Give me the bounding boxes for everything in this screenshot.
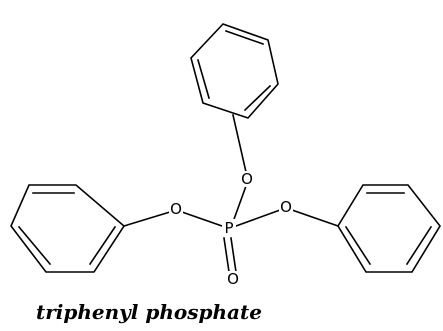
phosphate-bonds (123, 114, 340, 273)
bond-top-oxygen-to-p (231, 184, 248, 224)
phenyl-ring-top (190, 23, 279, 119)
bond-left-ring-to-oxygen (123, 211, 171, 227)
bond-p-double-oxygen-a (223, 237, 230, 273)
oxygen-right-label: O (280, 198, 292, 216)
oxygen-left-label: O (170, 200, 182, 218)
atom-labels: O O O P O (169, 170, 293, 288)
oxygen-top-label: O (241, 170, 253, 188)
bond-left-oxygen-to-p (180, 210, 224, 228)
bond-top-ring-to-oxygen (232, 114, 247, 173)
bond-p-to-right-oxygen (234, 208, 282, 228)
bond-right-oxygen-to-ring (290, 208, 340, 228)
phenyl-ring-left (10, 184, 126, 273)
oxygen-double-label: O (227, 270, 239, 288)
phosphorus-label: P (224, 219, 233, 237)
phenyl-ring-right (337, 184, 441, 273)
compound-name-caption: triphenyl phosphate (36, 300, 262, 324)
bond-p-double-oxygen-b (230, 237, 237, 273)
